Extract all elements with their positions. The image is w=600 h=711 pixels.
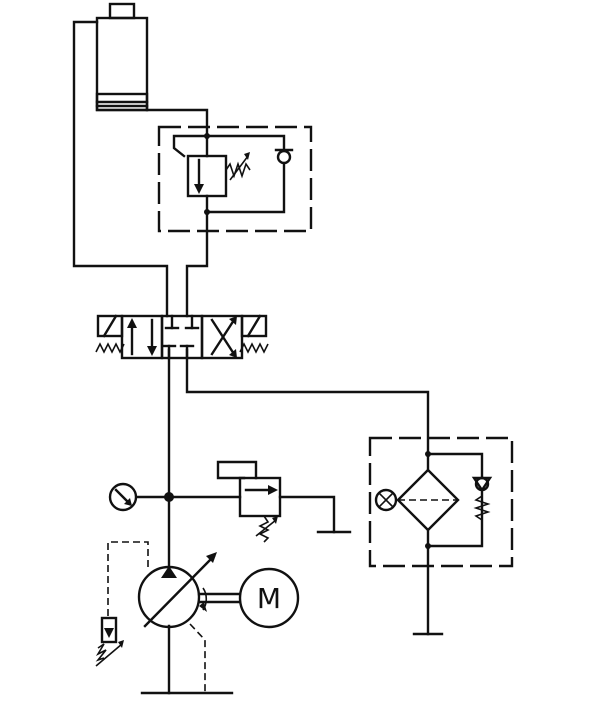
valve-position-right (200, 314, 244, 360)
gauge-dial (108, 482, 138, 512)
pressure-reducing-valve-with-check (157, 125, 313, 233)
bypass-check-ball (474, 476, 490, 492)
relief-valve-body (238, 476, 282, 518)
valve-position-left (120, 314, 164, 360)
cylinder-rod (108, 2, 136, 20)
hydraulic-cylinder (95, 2, 149, 112)
electric-motor: M (197, 567, 300, 629)
filter-enclosure (368, 436, 514, 568)
motor-label: M (257, 582, 281, 615)
return-filter-with-bypass (368, 436, 514, 636)
directional-control-valve (95, 314, 269, 360)
variable-displacement-pump (95, 541, 234, 695)
reducing-valve-body (186, 154, 228, 198)
cylinder-barrel (95, 16, 149, 112)
pump-compensator (100, 616, 118, 644)
check-ball (276, 149, 292, 165)
junction-node (164, 492, 174, 502)
motor-body (238, 567, 300, 629)
pilot-line (172, 134, 209, 158)
valve-enclosure (157, 125, 313, 233)
pressure-gauge (108, 482, 138, 512)
relief-valve (216, 460, 352, 543)
variable-arrow (143, 554, 216, 628)
filter-indicator (374, 488, 398, 512)
